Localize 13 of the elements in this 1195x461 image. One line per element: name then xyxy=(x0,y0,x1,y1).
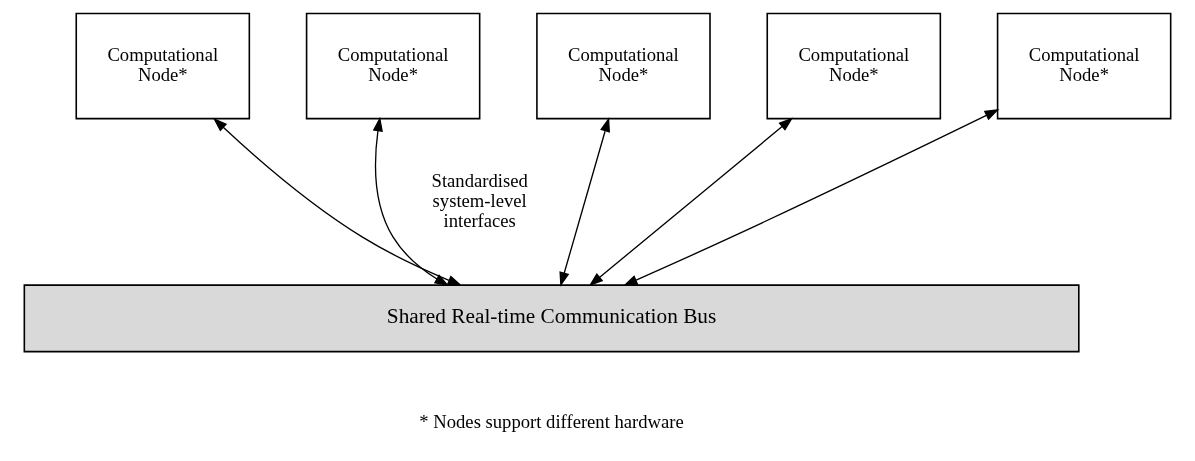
arrow xyxy=(559,117,610,287)
arrow xyxy=(212,117,463,286)
node-box: Computational Node* xyxy=(536,12,711,120)
label: * Nodes support different hardware xyxy=(419,411,684,433)
node-box: Computational Node* xyxy=(766,12,942,120)
arrow xyxy=(588,117,794,287)
node-box: Computational Node* xyxy=(996,12,1172,120)
node-box: Computational Node* xyxy=(75,12,251,120)
node-box: Computational Node* xyxy=(305,12,481,120)
node-box: Shared Real-time Communication Bus xyxy=(23,284,1080,353)
arrow xyxy=(372,116,450,286)
arrow xyxy=(622,109,1000,286)
label: Standardised system-level interfaces xyxy=(431,169,528,231)
